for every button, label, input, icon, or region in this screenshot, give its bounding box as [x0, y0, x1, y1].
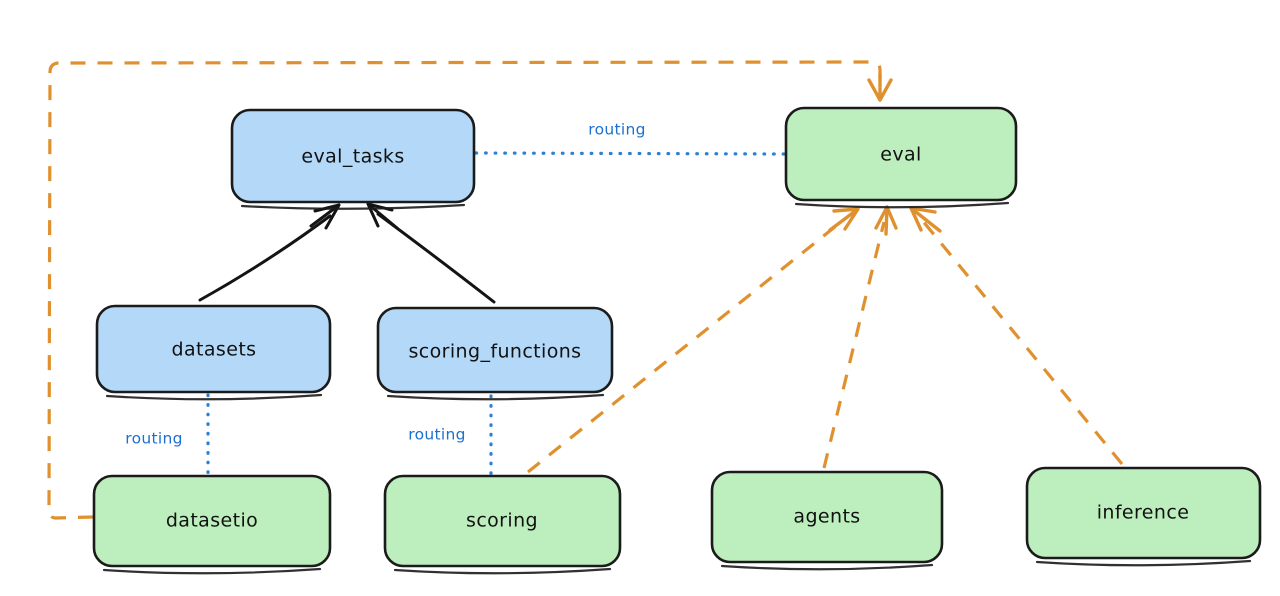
edge-labels-layer: routing routing routing: [125, 121, 646, 448]
node-datasets-label: datasets: [172, 339, 257, 361]
node-datasetio-shape[interactable]: [92, 474, 332, 568]
node-inference[interactable]: inference: [1025, 466, 1262, 567]
edge-scoringfunctions-evaltasks: [366, 202, 496, 304]
node-scoring-functions-label: scoring_functions: [409, 341, 582, 363]
node-agents-label: agents: [793, 506, 860, 528]
node-scoring-functions-shape[interactable]: [376, 306, 614, 394]
node-datasetio-label: datasetio: [166, 510, 258, 532]
node-eval-tasks-shape[interactable]: [230, 108, 476, 204]
edge-evaltasks-eval: [474, 151, 786, 156]
node-eval-tasks[interactable]: eval_tasks: [230, 108, 476, 210]
node-datasets-shape[interactable]: [95, 304, 332, 394]
edge-inference-eval: [909, 206, 1124, 466]
edges-layer: [47, 60, 1124, 520]
node-datasets[interactable]: datasets: [95, 304, 332, 401]
node-scoring-functions[interactable]: scoring_functions: [376, 306, 614, 401]
node-eval-label: eval: [880, 144, 921, 166]
edge-datasetio-eval: [47, 60, 893, 520]
node-scoring[interactable]: scoring: [383, 474, 622, 575]
edge-label-routing-scoringfunctions-scoring: routing: [408, 426, 466, 444]
node-inference-label: inference: [1097, 502, 1190, 524]
node-eval-tasks-label: eval_tasks: [301, 146, 404, 168]
node-agents-shape[interactable]: [710, 470, 944, 564]
node-scoring-shape[interactable]: [383, 474, 622, 568]
node-eval[interactable]: eval: [784, 106, 1018, 209]
edge-agents-eval: [822, 205, 898, 469]
node-scoring-label: scoring: [466, 510, 538, 532]
node-datasetio[interactable]: datasetio: [92, 474, 332, 575]
edge-label-routing-evaltasks-eval: routing: [588, 121, 646, 139]
nodes-layer: eval_tasks eval datasets scoring_functio…: [92, 106, 1262, 575]
edge-scoring-eval: [527, 207, 860, 474]
node-inference-shape[interactable]: [1025, 466, 1262, 560]
node-agents[interactable]: agents: [710, 470, 944, 571]
edge-datasets-evaltasks: [198, 203, 341, 302]
node-eval-shape[interactable]: [784, 106, 1018, 202]
edge-label-routing-datasets-datasetio: routing: [125, 430, 183, 448]
